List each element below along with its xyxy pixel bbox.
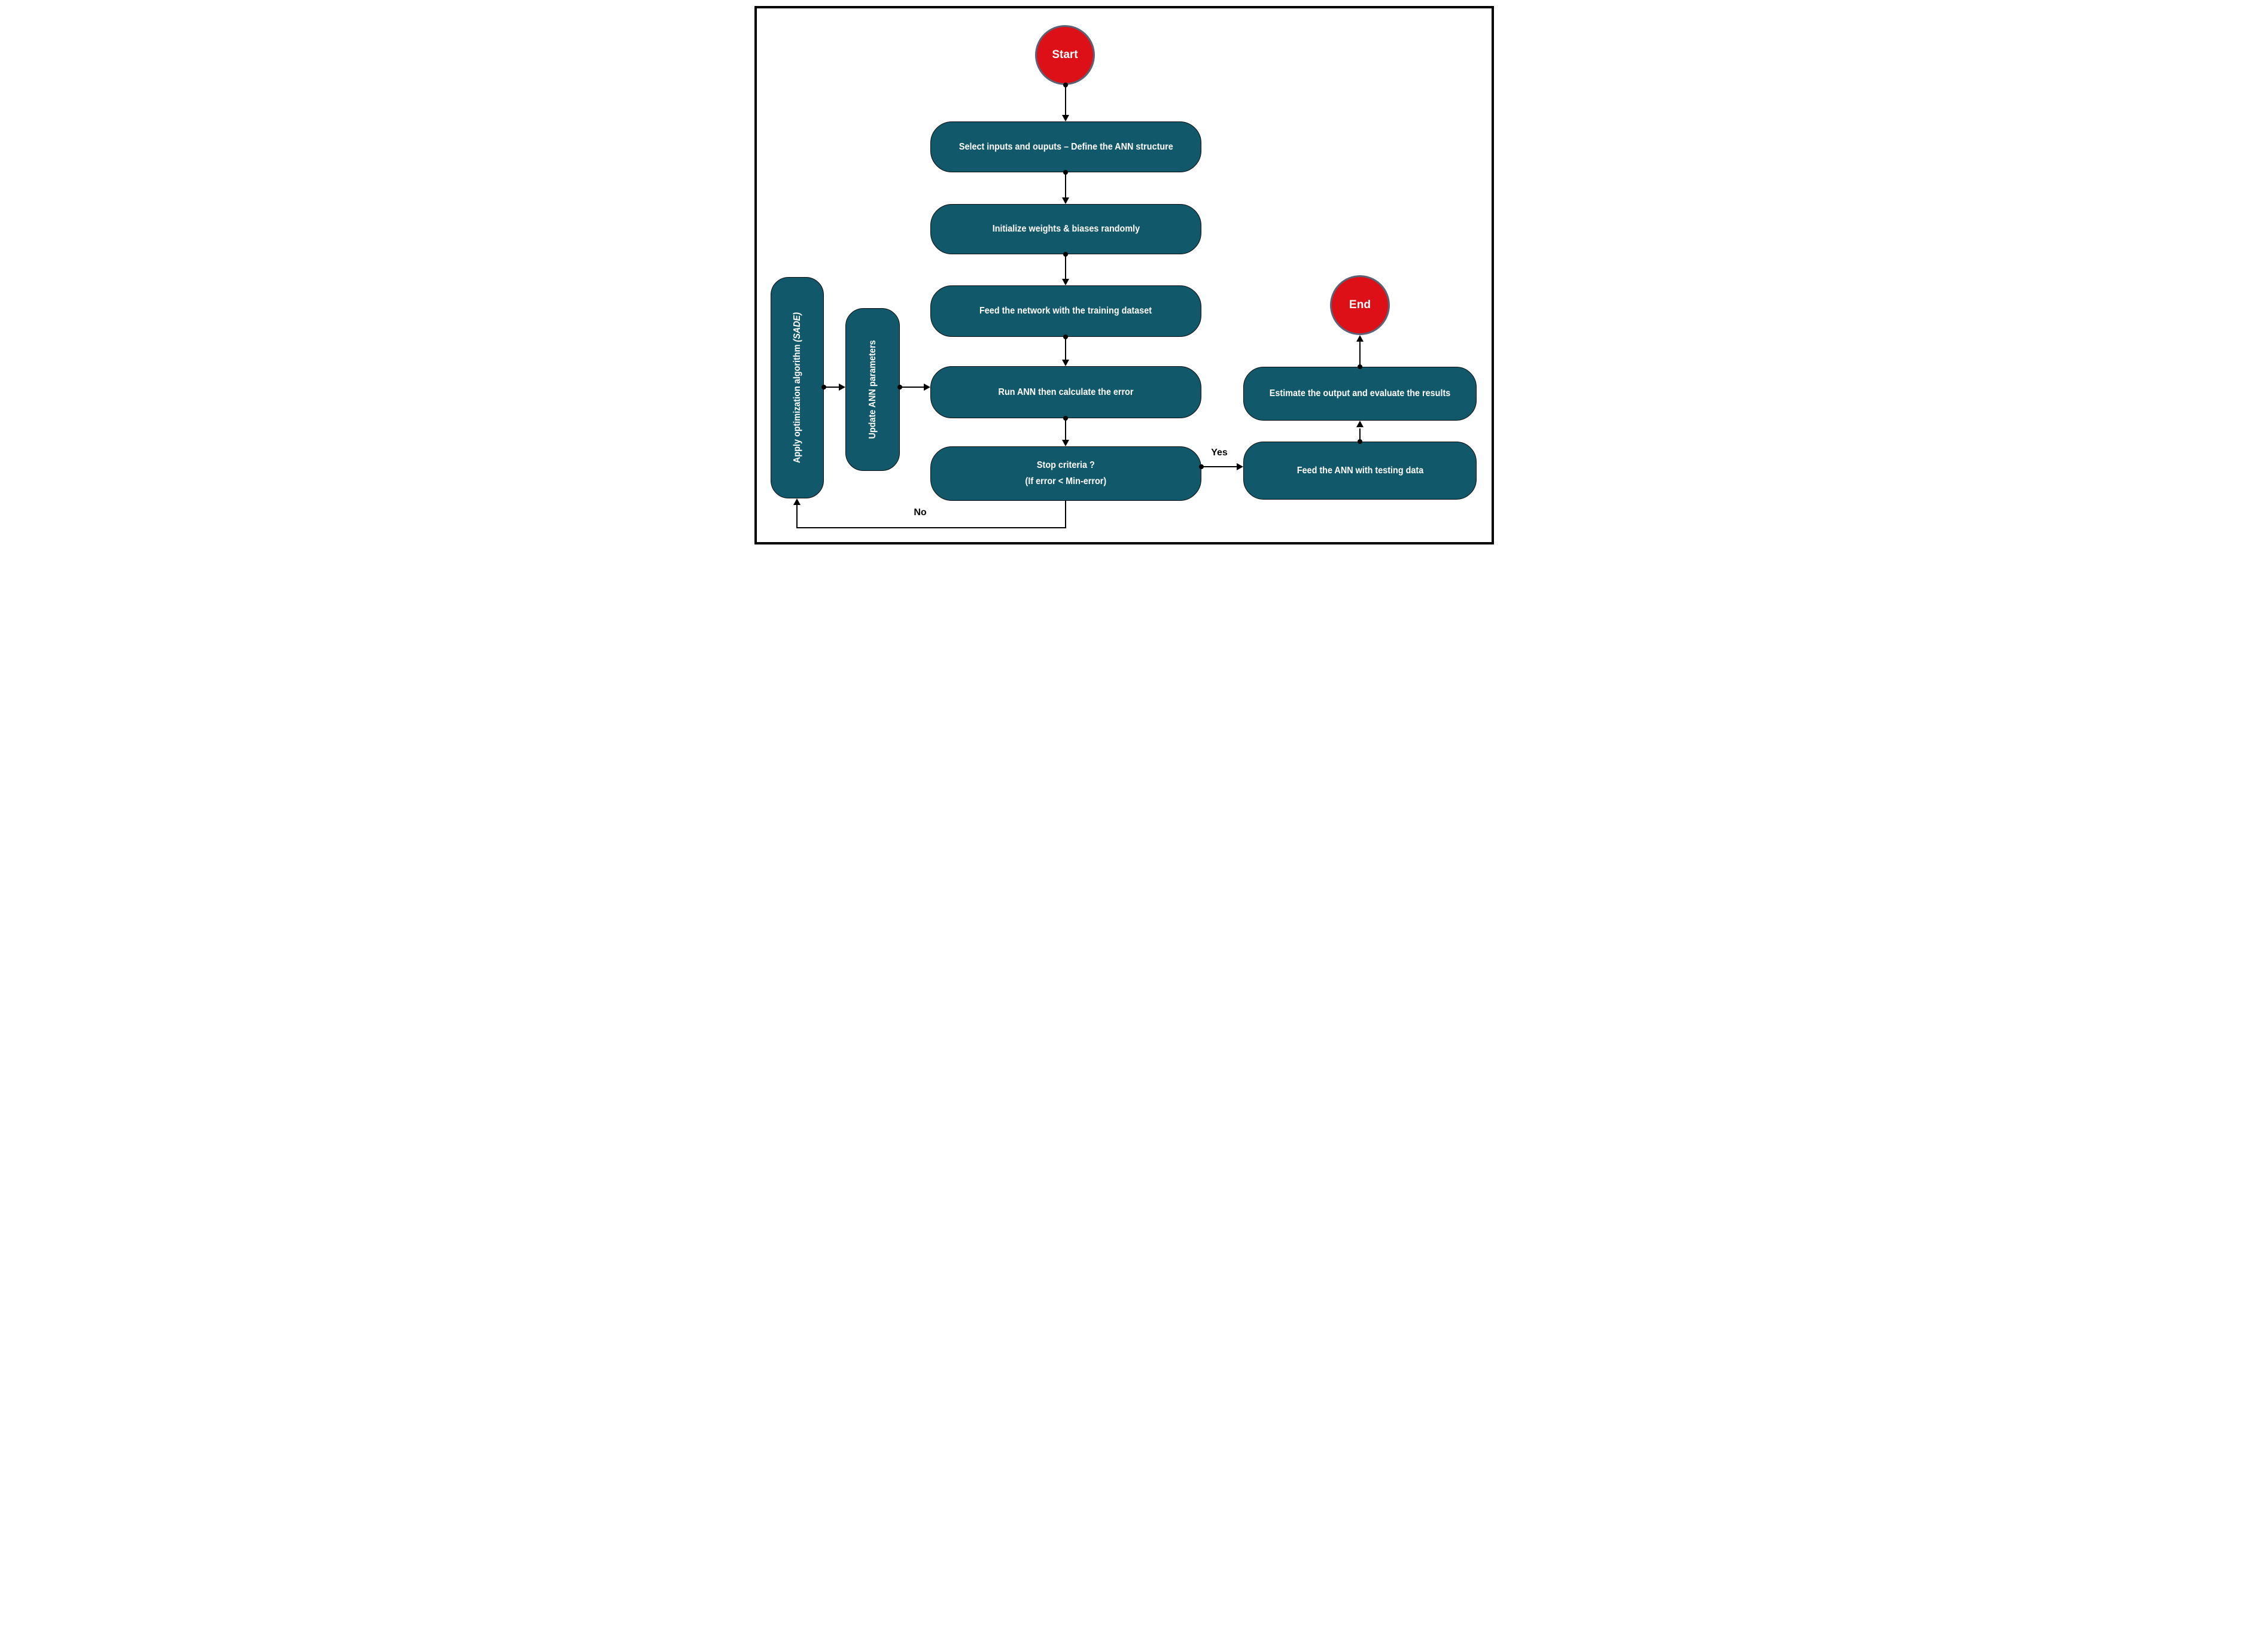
arrowhead-up <box>1356 421 1364 427</box>
arrowhead-up <box>793 498 801 505</box>
step-apply-optimization-label: Apply optimization algorithm (SADE) <box>792 312 803 463</box>
connector-start-select <box>1065 85 1066 115</box>
arrowhead-down <box>1062 360 1069 366</box>
step-feed-training: Feed the network with the training datas… <box>930 285 1201 337</box>
end-label: End <box>1349 299 1371 311</box>
connector-run-stop <box>1065 418 1066 440</box>
arrowhead-down <box>1062 197 1069 204</box>
connector-select-initialize <box>1065 172 1066 198</box>
step-initialize-weights: Initialize weights & biases randomly <box>930 204 1201 254</box>
step-select-inputs: Select inputs and ouputs – Define the AN… <box>930 121 1201 172</box>
step-feed-training-label: Feed the network with the training datas… <box>979 306 1152 316</box>
arrowhead-right <box>839 384 845 391</box>
step-select-inputs-label: Select inputs and ouputs – Define the AN… <box>958 141 1173 152</box>
arrowhead-right <box>1237 463 1243 470</box>
step-initialize-weights-label: Initialize weights & biases randomly <box>992 224 1140 234</box>
arrow-dot <box>1358 439 1362 444</box>
connector-feed-run <box>1065 337 1066 360</box>
step-estimate-output-label: Estimate the output and evaluate the res… <box>1269 388 1451 398</box>
connector-update-run <box>900 387 924 388</box>
connector-no-up <box>796 505 798 528</box>
diagram-border <box>754 6 1494 544</box>
arrowhead-down <box>1062 440 1069 446</box>
start-node: Start <box>1035 25 1095 85</box>
flowchart: Start End Select inputs and ouputs – Def… <box>750 0 1499 550</box>
yes-label: Yes <box>1211 448 1228 458</box>
step-feed-testing: Feed the ANN with testing data <box>1243 442 1477 500</box>
arrowhead-down <box>1062 279 1069 285</box>
apply-optimization-sade: (SADE) <box>792 312 802 342</box>
connector-no-down <box>1065 501 1066 528</box>
arrow-dot <box>1358 364 1362 369</box>
step-stop-criteria-label: Stop criteria ? (If error < Min-error) <box>1025 458 1107 489</box>
step-update-parameters-label: Update ANN parameters <box>867 340 878 439</box>
no-label: No <box>914 507 927 518</box>
arrowhead-up <box>1356 335 1364 342</box>
start-label: Start <box>1052 48 1078 61</box>
step-apply-optimization: Apply optimization algorithm (SADE) <box>771 277 824 498</box>
connector-estimate-end <box>1359 342 1361 367</box>
step-run-ann-label: Run ANN then calculate the error <box>998 387 1134 397</box>
connector-apply-update <box>824 387 839 388</box>
connector-feedtesting-estimate <box>1359 428 1361 442</box>
connector-initialize-feed <box>1065 254 1066 279</box>
step-run-ann: Run ANN then calculate the error <box>930 366 1201 418</box>
step-stop-criteria: Stop criteria ? (If error < Min-error) <box>930 446 1201 501</box>
step-feed-testing-label: Feed the ANN with testing data <box>1297 465 1423 476</box>
step-estimate-output: Estimate the output and evaluate the res… <box>1243 367 1477 421</box>
stop-criteria-line1: Stop criteria ? <box>1037 460 1095 471</box>
end-node: End <box>1330 275 1390 335</box>
connector-stop-feedtesting <box>1201 466 1237 467</box>
arrowhead-right <box>924 384 930 391</box>
stop-criteria-line2: (If error < Min-error) <box>1025 476 1107 486</box>
step-update-parameters: Update ANN parameters <box>845 308 900 471</box>
connector-no-across <box>796 527 1066 528</box>
apply-optimization-prefix: Apply optimization algorithm <box>792 342 802 463</box>
arrowhead-down <box>1062 115 1069 121</box>
